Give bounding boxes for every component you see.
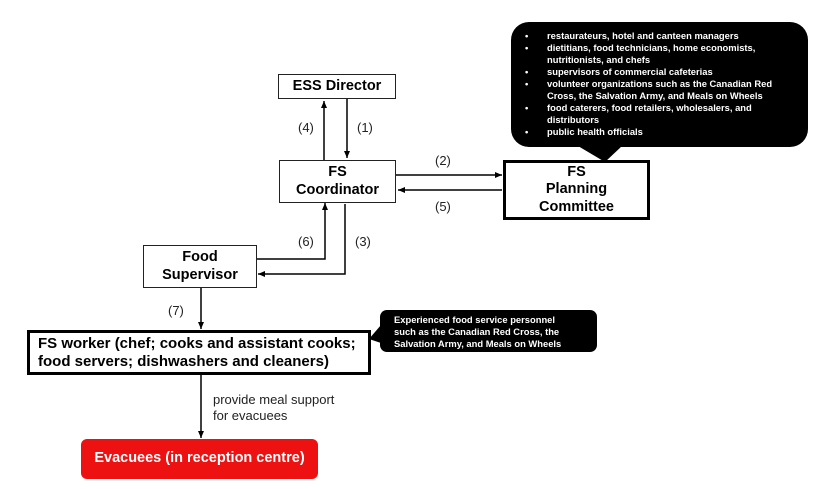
fs-planning-committee-node: FS Planning Committee	[503, 160, 650, 220]
committee-callout-pointer	[578, 146, 622, 162]
evacuees-label: Evacuees (in reception centre)	[94, 450, 305, 467]
food-supervisor-node: Food Supervisor	[143, 245, 257, 288]
committee-member-item: dietitians, food technicians, home econo…	[521, 42, 798, 66]
committee-member-item: restaurateurs, hotel and canteen manager…	[521, 30, 798, 42]
edge-2-label: (2)	[435, 153, 451, 168]
edge-5-label: (5)	[435, 199, 451, 214]
committee-label-line1: FS	[567, 163, 586, 180]
fs-worker-callout-line2: such as the Canadian Red Cross, the	[394, 326, 560, 337]
fs-worker-label-line2: food servers; dishwashers and cleaners)	[38, 352, 329, 370]
edge-1-label: (1)	[357, 120, 373, 135]
edge-3-label: (3)	[355, 234, 371, 249]
meal-support-label-line1: provide meal support	[213, 392, 335, 407]
fs-worker-callout-line1: Experienced food service personnel	[394, 314, 555, 325]
edge-3-line	[258, 204, 346, 277]
edge-6-label: (6)	[298, 234, 314, 249]
fs-coordinator-node: FS Coordinator	[279, 160, 396, 203]
committee-member-item: food caterers, food retailers, wholesale…	[521, 102, 798, 126]
food-supervisor-label-line1: Food	[182, 249, 218, 266]
evacuees-node: Evacuees (in reception centre)	[81, 439, 318, 479]
fs-coordinator-label-line1: FS	[328, 164, 347, 181]
edge-7-label: (7)	[168, 303, 184, 318]
fs-coordinator-label-line2: Coordinator	[296, 181, 379, 198]
meal-support-label: provide meal support for evacuees	[213, 392, 334, 424]
committee-member-item: public health officials	[521, 126, 798, 138]
fs-worker-label-line1: FS worker (chef; cooks and assistant coo…	[38, 334, 356, 352]
committee-member-item: supervisors of commercial cafeterias	[521, 66, 798, 78]
committee-members-list: restaurateurs, hotel and canteen manager…	[521, 30, 798, 138]
committee-label-line3: Committee	[539, 198, 614, 215]
edge-6-line	[256, 203, 328, 260]
committee-members-callout: restaurateurs, hotel and canteen manager…	[511, 22, 808, 147]
ess-director-node: ESS Director	[278, 74, 396, 99]
committee-label-line2: Planning	[545, 181, 608, 198]
edge-4-label: (4)	[298, 120, 314, 135]
fs-worker-node: FS worker (chef; cooks and assistant coo…	[27, 330, 371, 375]
food-supervisor-label-line2: Supervisor	[162, 266, 238, 283]
fs-worker-callout-line3: Salvation Army, and Meals on Wheels	[394, 338, 562, 349]
ess-director-label: ESS Director	[292, 77, 382, 94]
committee-member-item: volunteer organizations such as the Cana…	[521, 78, 798, 102]
meal-support-label-line2: for evacuees	[213, 408, 288, 423]
worker-callout-pointer	[369, 325, 381, 343]
fs-worker-callout: Experienced food service personnel such …	[380, 310, 597, 352]
